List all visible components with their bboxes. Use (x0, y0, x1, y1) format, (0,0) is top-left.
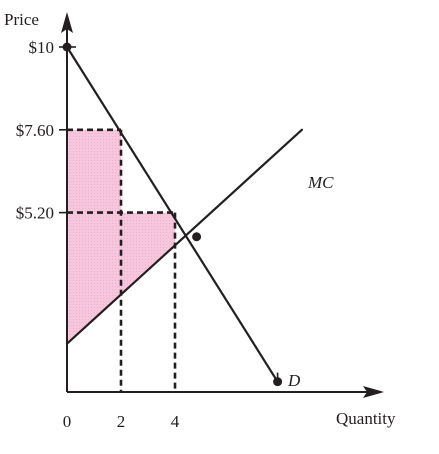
series-label-d: D (287, 371, 301, 390)
y-tick-label: $10 (29, 38, 55, 57)
x-axis-arrowhead (363, 386, 384, 398)
demand-start-point (62, 42, 72, 52)
y-tick-label: $5.20 (16, 204, 54, 223)
x-tick-label: 4 (171, 412, 180, 431)
y-axis-arrowhead (61, 12, 73, 33)
series-line-d (65, 45, 279, 383)
demand-end-point (273, 377, 283, 387)
series-labels: MC D (287, 173, 334, 390)
intersection-point (192, 232, 202, 242)
x-tick-label: 0 (63, 412, 72, 431)
marked-points (59, 42, 283, 387)
y-tick-label: $7.60 (16, 121, 54, 140)
series-label-mc: MC (307, 173, 334, 192)
y-tick-labels: $10 $7.60 $5.20 (16, 38, 54, 223)
dashed-guides (67, 128, 177, 392)
x-tick-label: 2 (117, 412, 126, 431)
shaded-region (67, 129, 175, 344)
y-axis-title: Price (4, 10, 39, 29)
series-line-mc (65, 128, 303, 345)
x-axis-title: Quantity (336, 409, 396, 428)
x-tick-labels: 0 2 4 (63, 412, 180, 431)
series-lines (65, 45, 303, 383)
